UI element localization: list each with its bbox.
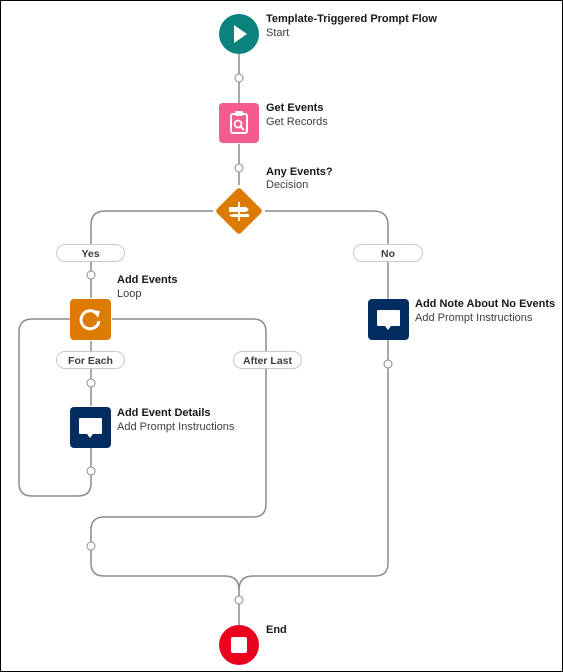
start-subtitle: Start — [266, 27, 290, 39]
loop-title: Add Events — [117, 274, 178, 286]
decision-node[interactable] — [212, 184, 266, 238]
record-lookup-icon — [219, 103, 259, 143]
end-node[interactable] — [219, 625, 259, 665]
decision-subtitle: Decision — [266, 179, 309, 191]
outcome-no-label[interactable]: No — [353, 244, 423, 262]
start-node[interactable] — [219, 14, 259, 54]
add-event-details-title: Add Event Details — [117, 407, 211, 419]
add-note-node[interactable] — [368, 299, 409, 340]
decision-title: Any Events? — [266, 166, 333, 178]
connector-dot — [86, 378, 96, 388]
start-title: Template-Triggered Prompt Flow — [266, 13, 437, 25]
connector-dot — [234, 73, 244, 83]
outcome-yes-label[interactable]: Yes — [56, 244, 125, 262]
loop-subtitle: Loop — [117, 288, 142, 300]
prompt-instructions-icon — [368, 299, 409, 340]
add-event-details-subtitle: Add Prompt Instructions — [117, 421, 235, 433]
end-title: End — [266, 624, 287, 636]
connector-dot — [86, 466, 96, 476]
connector-dot — [86, 270, 96, 280]
stop-icon — [219, 625, 259, 665]
prompt-instructions-icon — [70, 407, 111, 448]
loop-node[interactable] — [70, 299, 111, 340]
get-events-subtitle: Get Records — [266, 116, 328, 128]
add-note-title: Add Note About No Events — [415, 298, 556, 310]
add-note-subtitle: Add Prompt Instructions — [415, 312, 533, 324]
loop-icon — [70, 299, 111, 340]
get-events-node[interactable] — [219, 103, 259, 143]
connector-dot — [383, 359, 393, 369]
get-events-title: Get Events — [266, 102, 324, 114]
loop-for-each-label[interactable]: For Each — [56, 351, 125, 369]
connector-dot — [234, 163, 244, 173]
loop-after-last-label[interactable]: After Last — [233, 351, 302, 369]
connector-dot — [86, 541, 96, 551]
add-event-details-node[interactable] — [70, 407, 111, 448]
play-icon — [219, 14, 259, 54]
decision-icon — [216, 188, 262, 234]
connector-dot — [234, 595, 244, 605]
